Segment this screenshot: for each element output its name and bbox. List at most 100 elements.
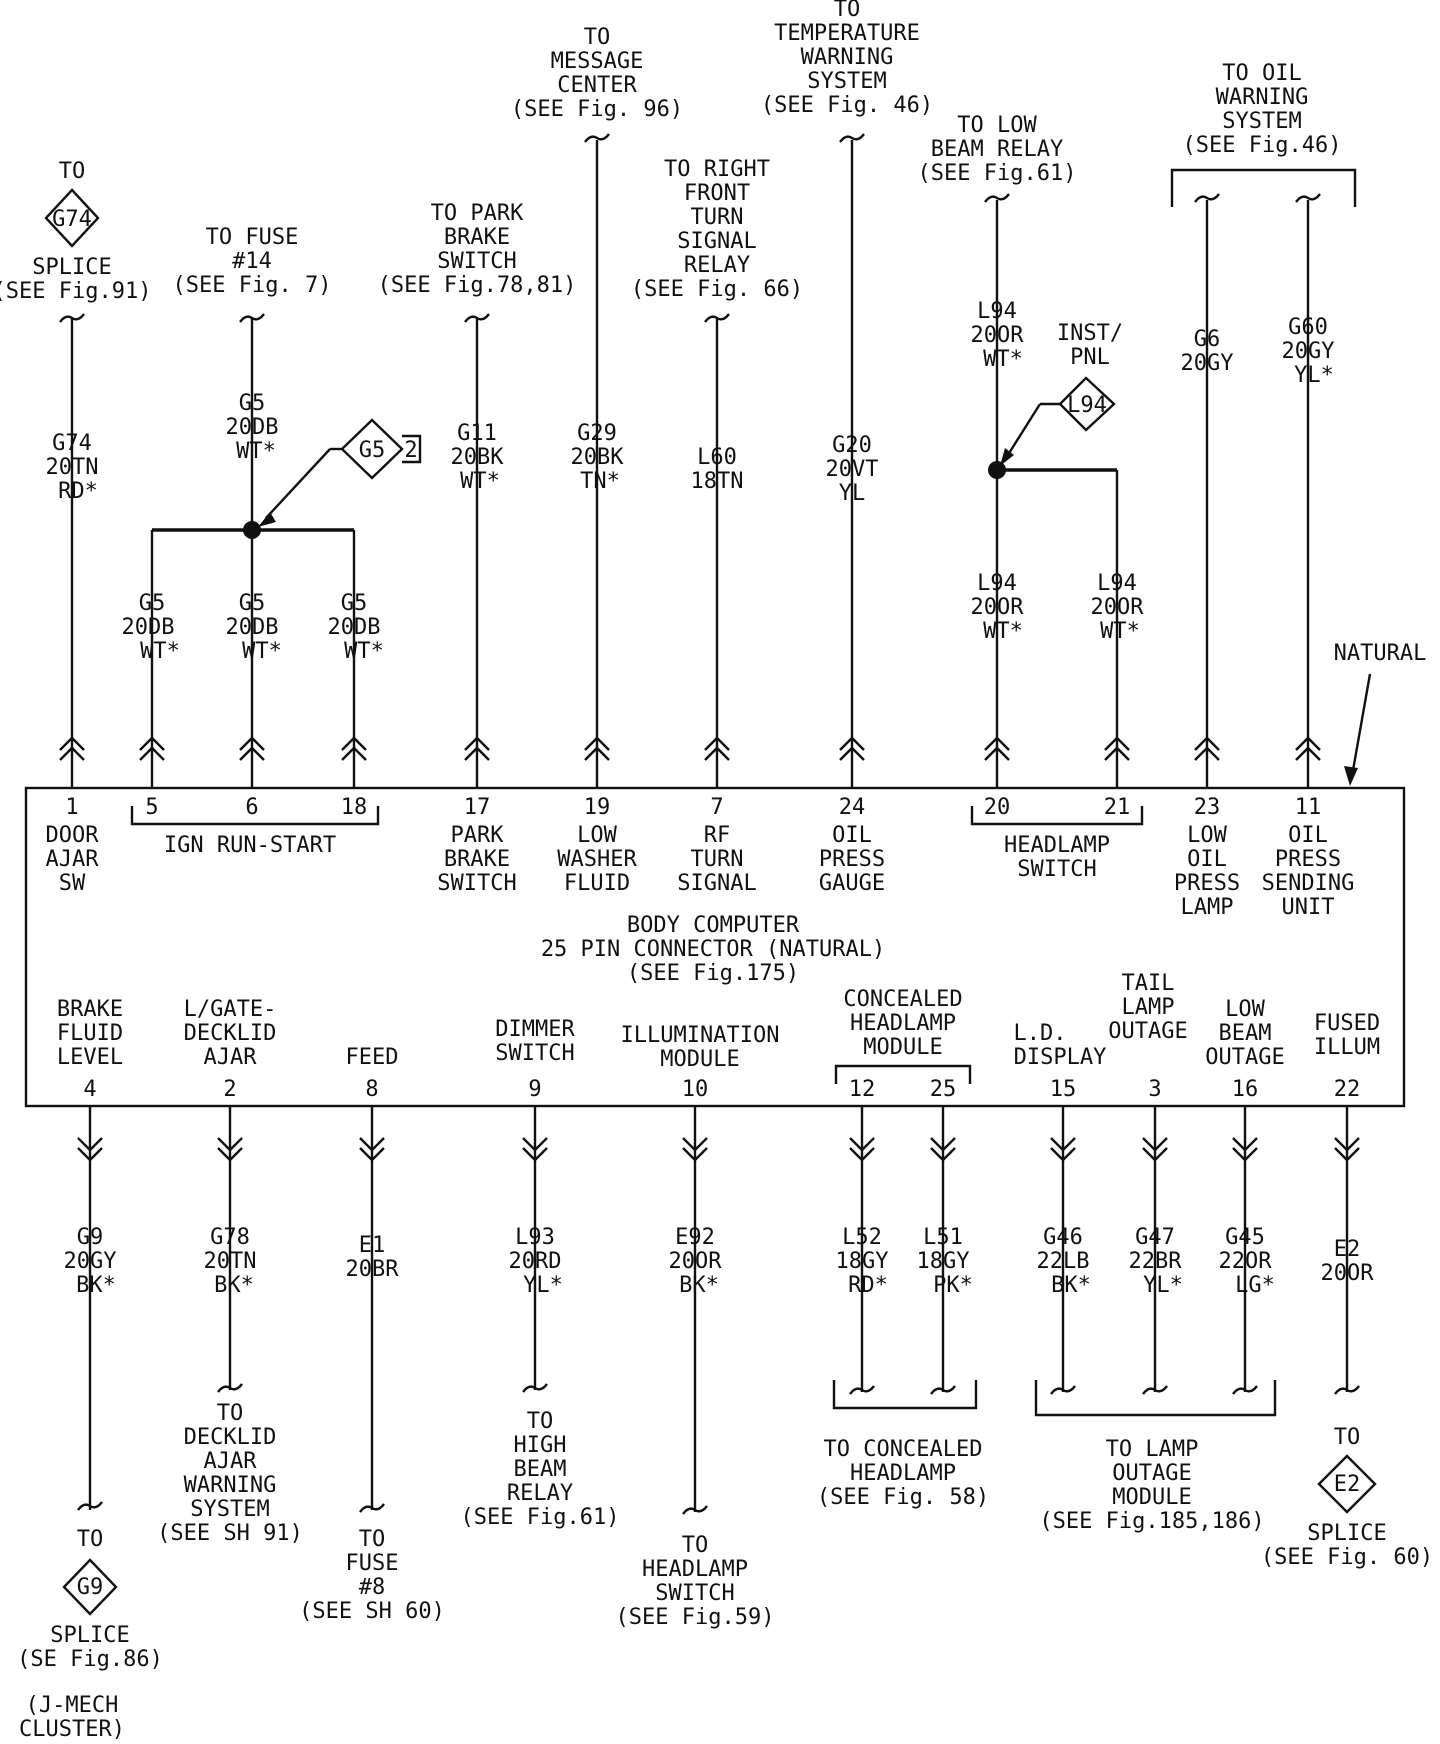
pin-19-number: 19 (584, 795, 611, 820)
module-title-1: BODY COMPUTER (627, 913, 800, 938)
pin-15-label-2: DISPLAY (1014, 1045, 1107, 1070)
park-brake-dest-3: SWITCH (437, 249, 516, 274)
g60-wire-2: 20GY (1282, 339, 1335, 364)
oil-warning-dest-1: TO OIL (1222, 61, 1301, 86)
top-wiring (70, 140, 1357, 788)
e2-wire-2: 20OR (1321, 1261, 1375, 1286)
low-beam-relay-dest-1: TO LOW (957, 113, 1037, 138)
g5-c-wire-2: 20DB (328, 615, 381, 640)
l94-in-wire-1: L94 (977, 299, 1017, 324)
pin-8-label-1: FEED (346, 1045, 399, 1070)
lamp-outage-dest-3: MODULE (1112, 1485, 1191, 1510)
g9-diamond-label: G9 (77, 1575, 104, 1600)
g46-wire-3: BK* (1051, 1273, 1091, 1298)
g11-wire-2: 20BK (451, 445, 505, 470)
pin-5-number: 5 (145, 795, 158, 820)
natural-label: NATURAL (1334, 641, 1427, 666)
g29-wire-1: G29 (577, 421, 617, 446)
rf-turn-dest-1: TO RIGHT (664, 157, 770, 182)
pin-17-label-2: BRAKE (444, 847, 510, 872)
g5-tag-box: 2 (404, 438, 417, 463)
low-beam-relay-dest-3: (SEE Fig.61) (918, 161, 1077, 186)
message-center-dest-2: MESSAGE (551, 49, 644, 74)
pin-16-label-1: LOW (1225, 997, 1265, 1022)
l94-a-wire-2: 20OR (971, 595, 1025, 620)
g5-in-wire-2: 20DB (226, 415, 279, 440)
l94-splice-dot (988, 461, 1006, 479)
headlamp-switch-dest-4: (SEE Fig.59) (616, 1605, 775, 1630)
pin-22-label-1: FUSED (1314, 1011, 1380, 1036)
rf-turn-dest-5: RELAY (684, 253, 750, 278)
g47-wire-2: 22BR (1129, 1249, 1183, 1274)
g5-a-wire-1: G5 (139, 591, 166, 616)
top-wire-ends (59, 133, 1321, 323)
oil-warning-dest-2: WARNING (1216, 85, 1309, 110)
g5-splice-dot (243, 521, 261, 539)
pin-19-label-3: FLUID (564, 871, 630, 896)
bottom-destination-labels: TO G9 SPLICE (SE Fig.86) (J-MECH CLUSTER… (17, 1401, 1433, 1742)
pin-1-label-1: DOOR (46, 823, 100, 848)
g45-wire-1: G45 (1225, 1225, 1265, 1250)
g29-wire-2: 20BK (571, 445, 625, 470)
g6-wire-1: G6 (1194, 327, 1221, 352)
pin-19-label-2: WASHER (557, 847, 637, 872)
module-title-2: 25 PIN CONNECTOR (NATURAL) (541, 937, 885, 962)
pin-11-label-4: UNIT (1282, 895, 1335, 920)
g74-diamond-label: G74 (52, 207, 92, 232)
bottom-connector-chevrons (77, 1137, 1360, 1162)
l94-b-wire-1: L94 (1097, 571, 1137, 596)
g5-a-wire-2: 20DB (122, 615, 175, 640)
decklid-dest-2: DECKLID (184, 1425, 277, 1450)
pin-9-label-1: DIMMER (495, 1017, 575, 1042)
l52-wire-2: 18GY (836, 1249, 889, 1274)
fuse8-dest-4: (SEE SH 60) (299, 1599, 445, 1624)
pin-24-label-1: OIL (832, 823, 872, 848)
body-computer-module (24, 786, 1406, 1108)
pin-7-label-3: SIGNAL (677, 871, 756, 896)
top-wire-labels: G74 20TN RD* G5 20DB WT* G5 20DB WT* G5 … (46, 299, 1335, 664)
pin-7-label-1: RF (704, 823, 731, 848)
decklid-dest-4: WARNING (184, 1473, 277, 1498)
pin-4-label-3: LEVEL (57, 1045, 123, 1070)
g74-wire-1: G74 (52, 431, 92, 456)
lamp-outage-dest-2: OUTAGE (1112, 1461, 1191, 1486)
rf-turn-dest-6: (SEE Fig. 66) (631, 277, 803, 302)
pin-6-number: 6 (245, 795, 258, 820)
l51-wire-1: L51 (923, 1225, 963, 1250)
g5-b-wire-1: G5 (239, 591, 266, 616)
l94-in-wire-3: WT* (983, 347, 1023, 372)
g5-b-wire-3: WT* (242, 639, 282, 664)
g74-splice-diamond (44, 188, 100, 248)
pin-23-label-2: OIL (1187, 847, 1227, 872)
fuse14-dest-3: (SEE Fig. 7) (173, 273, 332, 298)
high-beam-dest-3: BEAM (514, 1457, 567, 1482)
e92-wire-1: E92 (675, 1225, 715, 1250)
pin-4-label-2: FLUID (57, 1021, 123, 1046)
e2-wire-1: E2 (1334, 1237, 1361, 1262)
g5-in-wire-3: WT* (236, 439, 276, 464)
e2-dest-after-2: (SEE Fig. 60) (1261, 1545, 1433, 1570)
g74-wire-3: RD* (58, 479, 98, 504)
l52-wire-1: L52 (842, 1225, 882, 1250)
high-beam-dest-2: HIGH (514, 1433, 567, 1458)
rf-turn-dest-2: FRONT (684, 181, 750, 206)
headlamp-switch-dest-2: HEADLAMP (642, 1557, 748, 1582)
g9-dest-after-4: (J-MECH (26, 1693, 119, 1718)
l52-wire-3: RD* (848, 1273, 888, 1298)
headlamp-switch-dest-3: SWITCH (655, 1581, 734, 1606)
pin-22-label-2: ILLUM (1314, 1035, 1380, 1060)
l94-splice-tag: L94 INST/ PNL (1000, 321, 1123, 466)
module-title: BODY COMPUTER 25 PIN CONNECTOR (NATURAL)… (541, 913, 885, 986)
l94-a-wire-1: L94 (977, 571, 1017, 596)
natural-callout: NATURAL (1334, 641, 1427, 786)
high-beam-dest-5: (SEE Fig.61) (461, 1505, 620, 1530)
g74-dest-line-1: TO (59, 159, 86, 184)
l94-tag-label: L94 (1067, 393, 1107, 418)
pin-3-label-1: TAIL (1122, 971, 1175, 996)
g20-wire-2: 20VT (826, 457, 879, 482)
pin-11-label-3: SENDING (1262, 871, 1355, 896)
g5-a-wire-3: WT* (140, 639, 180, 664)
concealed-dest-2: HEADLAMP (850, 1461, 956, 1486)
g5-c-wire-3: WT* (344, 639, 384, 664)
